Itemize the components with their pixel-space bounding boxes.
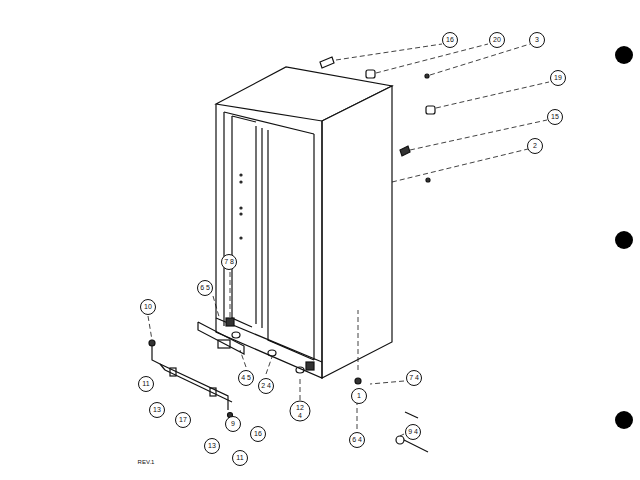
callout-number: 19: [550, 70, 566, 86]
callout-text: 17: [179, 416, 187, 423]
callout-number: 2: [527, 138, 543, 154]
callout-number: 11: [232, 450, 248, 466]
callout-text: 16: [446, 36, 454, 43]
callout-text: 6 5: [200, 284, 210, 291]
callout-text: 9 4: [408, 428, 418, 435]
callout-number: 6 5: [197, 280, 213, 296]
callout-text: 2 4: [261, 382, 271, 389]
callout-number: 16: [250, 426, 266, 442]
callout-text: 7 4: [409, 374, 419, 381]
callout-text: 10: [144, 303, 152, 310]
callout-number: 10: [140, 299, 156, 315]
callout-text: 13: [153, 406, 161, 413]
callout-number: 13: [149, 402, 165, 418]
callout-text: 11: [142, 380, 149, 387]
callout-text: 4 5: [241, 374, 251, 381]
callout-number: 13: [204, 438, 220, 454]
callout-number: 2 4: [258, 378, 274, 394]
callout-number: 12 4: [290, 401, 311, 422]
callout-text: 15: [551, 113, 559, 120]
callout-number: 17: [175, 412, 191, 428]
callout-number: 1: [351, 388, 367, 404]
callout-text: 16: [254, 430, 262, 437]
callout-text: 7 8: [224, 258, 234, 265]
revision-note: REV.1: [138, 459, 155, 465]
callout-number: 6 4: [349, 432, 365, 448]
callout-number: 15: [547, 109, 563, 125]
callout-text: 2: [533, 142, 537, 149]
callout-number: 7 8: [221, 254, 237, 270]
callout-number: 11: [138, 376, 154, 392]
callout-number: 20: [489, 32, 505, 48]
callout-number: 9: [225, 416, 241, 432]
callout-text: 9: [231, 420, 235, 427]
callout-text: 20: [493, 36, 501, 43]
callout-text: 6 4: [352, 436, 362, 443]
callout-text: 3: [535, 36, 539, 43]
callout-number: 9 4: [405, 424, 421, 440]
callout-text: 19: [554, 74, 562, 81]
callout-number: 4 5: [238, 370, 254, 386]
callout-text: 11: [236, 454, 243, 461]
callout-number: 16: [442, 32, 458, 48]
callout-number: 3: [529, 32, 545, 48]
callout-number: 7 4: [406, 370, 422, 386]
callout-text: 1: [357, 392, 361, 399]
callout-text: 12 4: [294, 404, 306, 419]
callout-text: 13: [208, 442, 216, 449]
